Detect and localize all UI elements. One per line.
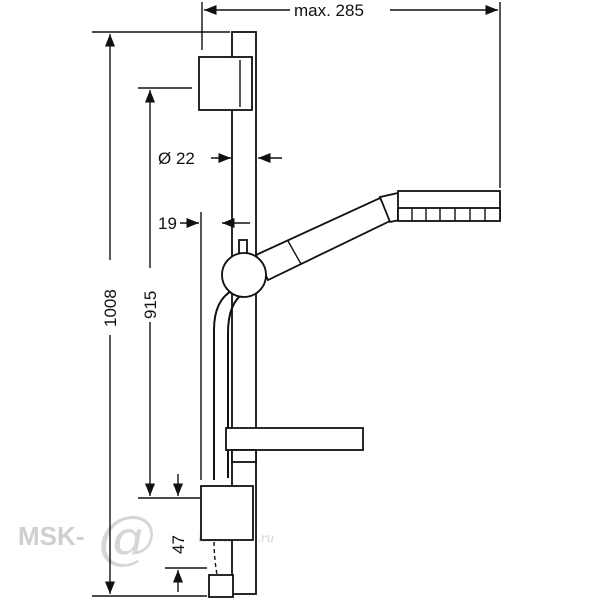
dimension-slide-height: 915 <box>138 87 200 499</box>
hand-shower <box>254 190 501 282</box>
dimension-max-reach: max. 285 <box>201 1 501 188</box>
bottom-wall-bracket <box>200 485 254 541</box>
dimension-total-height: 1008 <box>92 31 230 597</box>
hose-connector <box>208 574 234 598</box>
top-wall-bracket <box>198 56 253 111</box>
soap-dish <box>225 427 364 463</box>
watermark-at-symbol: @ <box>98 503 156 571</box>
dimension-bottom-offset-label: 47 <box>169 535 188 554</box>
dimension-bottom-offset: 47 <box>165 474 207 592</box>
slider-holder <box>221 239 267 298</box>
dimension-wall-offset: 19 <box>158 212 250 480</box>
dimension-slide-height-label: 915 <box>141 291 160 319</box>
dimension-rail-diameter-label: Ø 22 <box>158 149 195 168</box>
dimension-wall-offset-label: 19 <box>158 214 177 233</box>
dimension-total-height-label: 1008 <box>101 289 120 327</box>
dimension-max-reach-label: max. 285 <box>294 1 364 20</box>
dimension-rail-diameter: Ø 22 <box>158 149 282 168</box>
watermark-brand: MSK- <box>18 521 84 551</box>
